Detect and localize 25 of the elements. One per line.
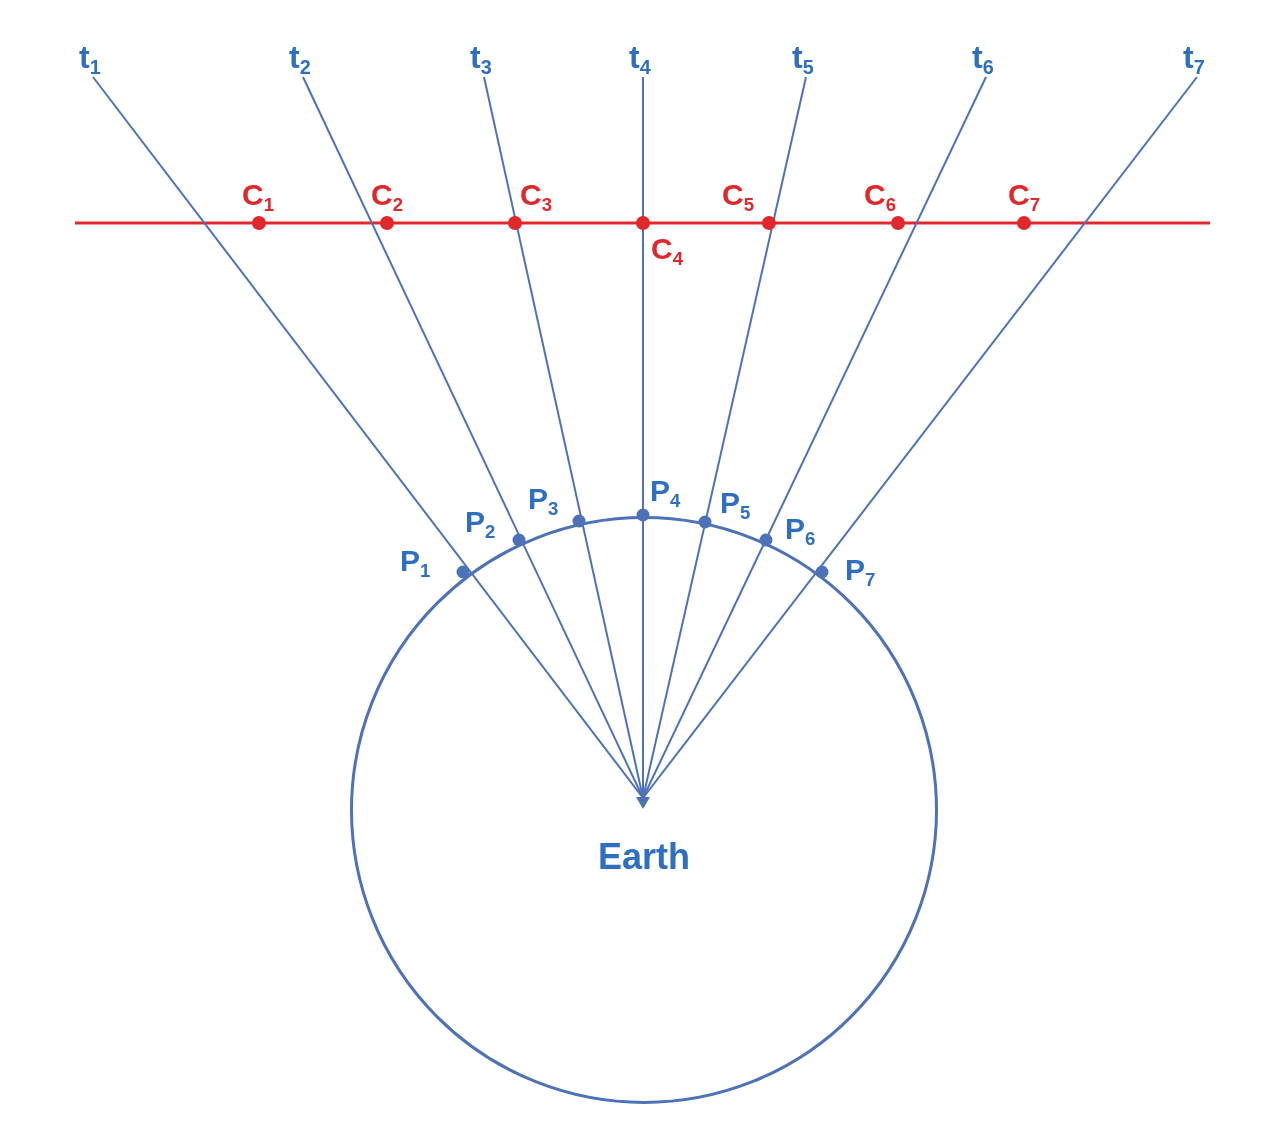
point-label: t$_{1}$ [79, 38, 101, 76]
point-label: t$_{5}$ [792, 38, 814, 76]
point-label: C$_{3}$ [520, 178, 552, 212]
point-label: P$_{5}$ [720, 486, 751, 520]
point-label: C$_{2}$ [371, 178, 403, 212]
point-label: P$_{3}$ [528, 482, 559, 516]
point-label: P$_{1}$ [400, 544, 431, 578]
point-label: P$_{7}$ [845, 553, 876, 587]
point-label: P$_{6}$ [785, 512, 816, 546]
point-label: C$_{4}$ [651, 232, 683, 266]
point-label: t$_{3}$ [470, 38, 492, 76]
point-label: C$_{7}$ [1008, 178, 1040, 212]
line [642, 76, 1198, 799]
center-point [636, 797, 650, 809]
point-label: P$_{2}$ [465, 505, 496, 539]
point-label: C$_{1}$ [242, 178, 274, 212]
point-label: P$_{4}$ [650, 474, 681, 508]
point-label: t$_{6}$ [972, 38, 994, 76]
line [92, 76, 644, 799]
earth-label: Earth [598, 836, 690, 878]
point-label: C$_{5}$ [722, 178, 754, 212]
point-label: C$_{6}$ [864, 178, 896, 212]
point-label: t$_{2}$ [289, 38, 311, 76]
point-label: t$_{4}$ [629, 38, 651, 76]
point-label: t$_{7}$ [1183, 38, 1205, 76]
